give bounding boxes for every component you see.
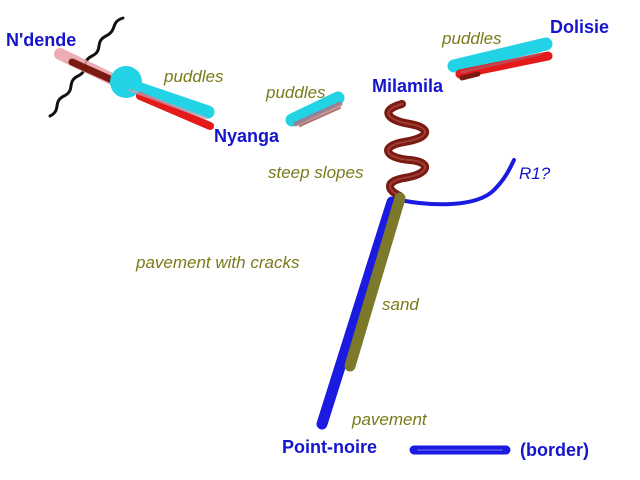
road-r1 xyxy=(398,158,516,207)
label-r1: R1? xyxy=(519,164,551,183)
place-border: (border) xyxy=(520,440,589,460)
road-sand xyxy=(344,192,406,372)
note-puddles-3: puddles xyxy=(442,29,502,48)
note-steep-slopes: steep slopes xyxy=(268,163,364,182)
place-dolisie: Dolisie xyxy=(550,17,610,37)
note-pavement-cracks: pavement with cracks xyxy=(136,253,300,272)
road-nyanga-milamila xyxy=(285,91,345,127)
note-puddles-1: puddles xyxy=(164,67,224,86)
place-nyanga: Nyanga xyxy=(214,126,280,146)
place-milamila: Milamila xyxy=(372,76,444,96)
note-pavement: pavement xyxy=(352,410,427,429)
place-ndende: N'dende xyxy=(6,30,77,50)
note-sand: sand xyxy=(382,295,419,314)
note-puddles-2: puddles xyxy=(266,83,326,102)
road-milamila-dolisie xyxy=(447,37,553,81)
road-ndende-nyanga xyxy=(54,48,215,130)
road-pavement-cracks xyxy=(316,196,398,430)
place-pointe-noire: Point-noire xyxy=(282,437,377,457)
